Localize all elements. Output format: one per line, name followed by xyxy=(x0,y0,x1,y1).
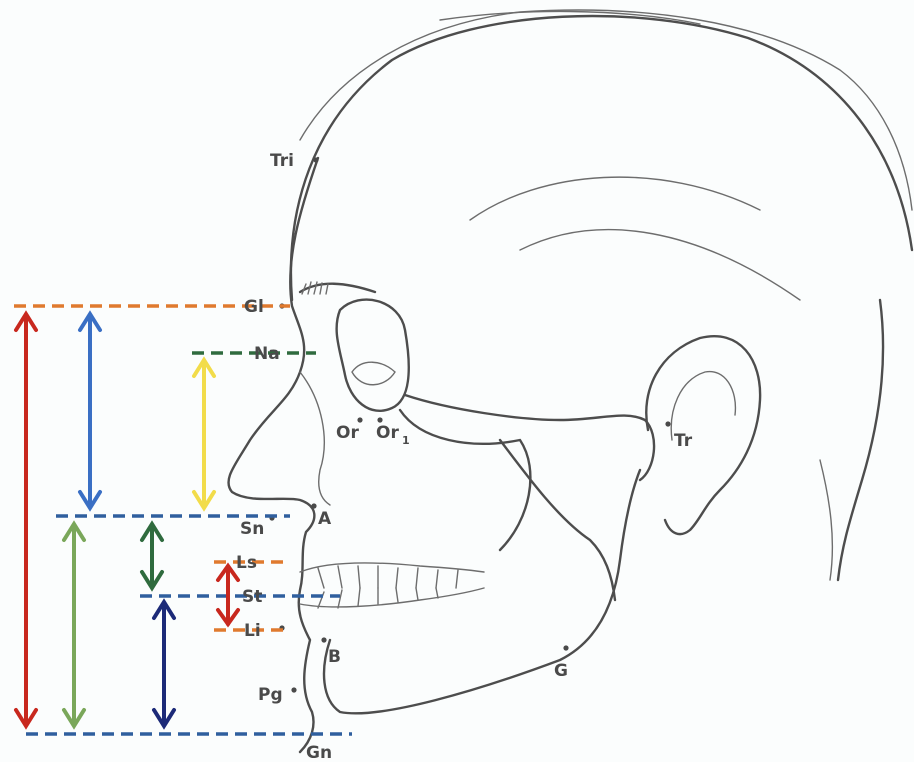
point-pg xyxy=(291,687,296,692)
label-na: Na xyxy=(254,344,280,364)
label-g: G xyxy=(554,661,568,681)
lower-lip-chin-arrow xyxy=(154,602,174,726)
label-or1: Or xyxy=(376,423,399,443)
eye xyxy=(352,362,395,385)
point-g xyxy=(563,645,568,650)
label-li: Li xyxy=(244,621,261,641)
lower-face-height-arrow xyxy=(64,524,84,726)
ramus xyxy=(500,440,615,600)
ear-inner xyxy=(671,372,735,440)
maxilla xyxy=(400,410,530,550)
label-b: B xyxy=(328,647,341,667)
upper-face-height-arrow xyxy=(80,314,100,508)
label-sn: Sn xyxy=(240,519,264,539)
label-tri: Tri xyxy=(270,151,294,171)
total-face-height-arrow xyxy=(16,314,36,726)
point-a xyxy=(311,503,316,508)
point-tri xyxy=(313,157,318,162)
landmark-points xyxy=(269,157,670,692)
temporal-line xyxy=(470,177,760,220)
label-or1-subscript: 1 xyxy=(402,434,410,447)
skin-outline xyxy=(300,10,912,210)
teeth xyxy=(300,563,484,608)
face-profile xyxy=(228,158,318,752)
nasal-height-arrow xyxy=(194,360,214,508)
neck-back xyxy=(838,300,883,580)
orbit xyxy=(337,300,409,411)
temporal-line-2 xyxy=(520,230,800,300)
label-gn: Gn xyxy=(306,743,332,762)
label-or: Or xyxy=(336,423,359,443)
label-gl: Gl xyxy=(244,297,264,317)
label-st: St xyxy=(242,587,262,607)
skin-outline-2 xyxy=(440,11,700,24)
label-pg: Pg xyxy=(258,685,283,705)
neck-front xyxy=(820,460,832,580)
measurement-arrows xyxy=(16,314,238,726)
point-b xyxy=(321,637,326,642)
label-a: A xyxy=(318,509,332,529)
label-tr: Tr xyxy=(674,431,693,451)
ear-outline xyxy=(646,336,760,534)
point-tr xyxy=(665,421,670,426)
nose-bridge xyxy=(300,372,330,505)
mandible xyxy=(324,470,640,713)
point-or1 xyxy=(377,417,382,422)
head-sketch xyxy=(228,10,912,752)
point-or xyxy=(357,417,362,422)
label-ls: Ls xyxy=(236,553,257,573)
brow-ridge xyxy=(300,284,375,292)
upper-lip-height-arrow xyxy=(142,524,162,588)
